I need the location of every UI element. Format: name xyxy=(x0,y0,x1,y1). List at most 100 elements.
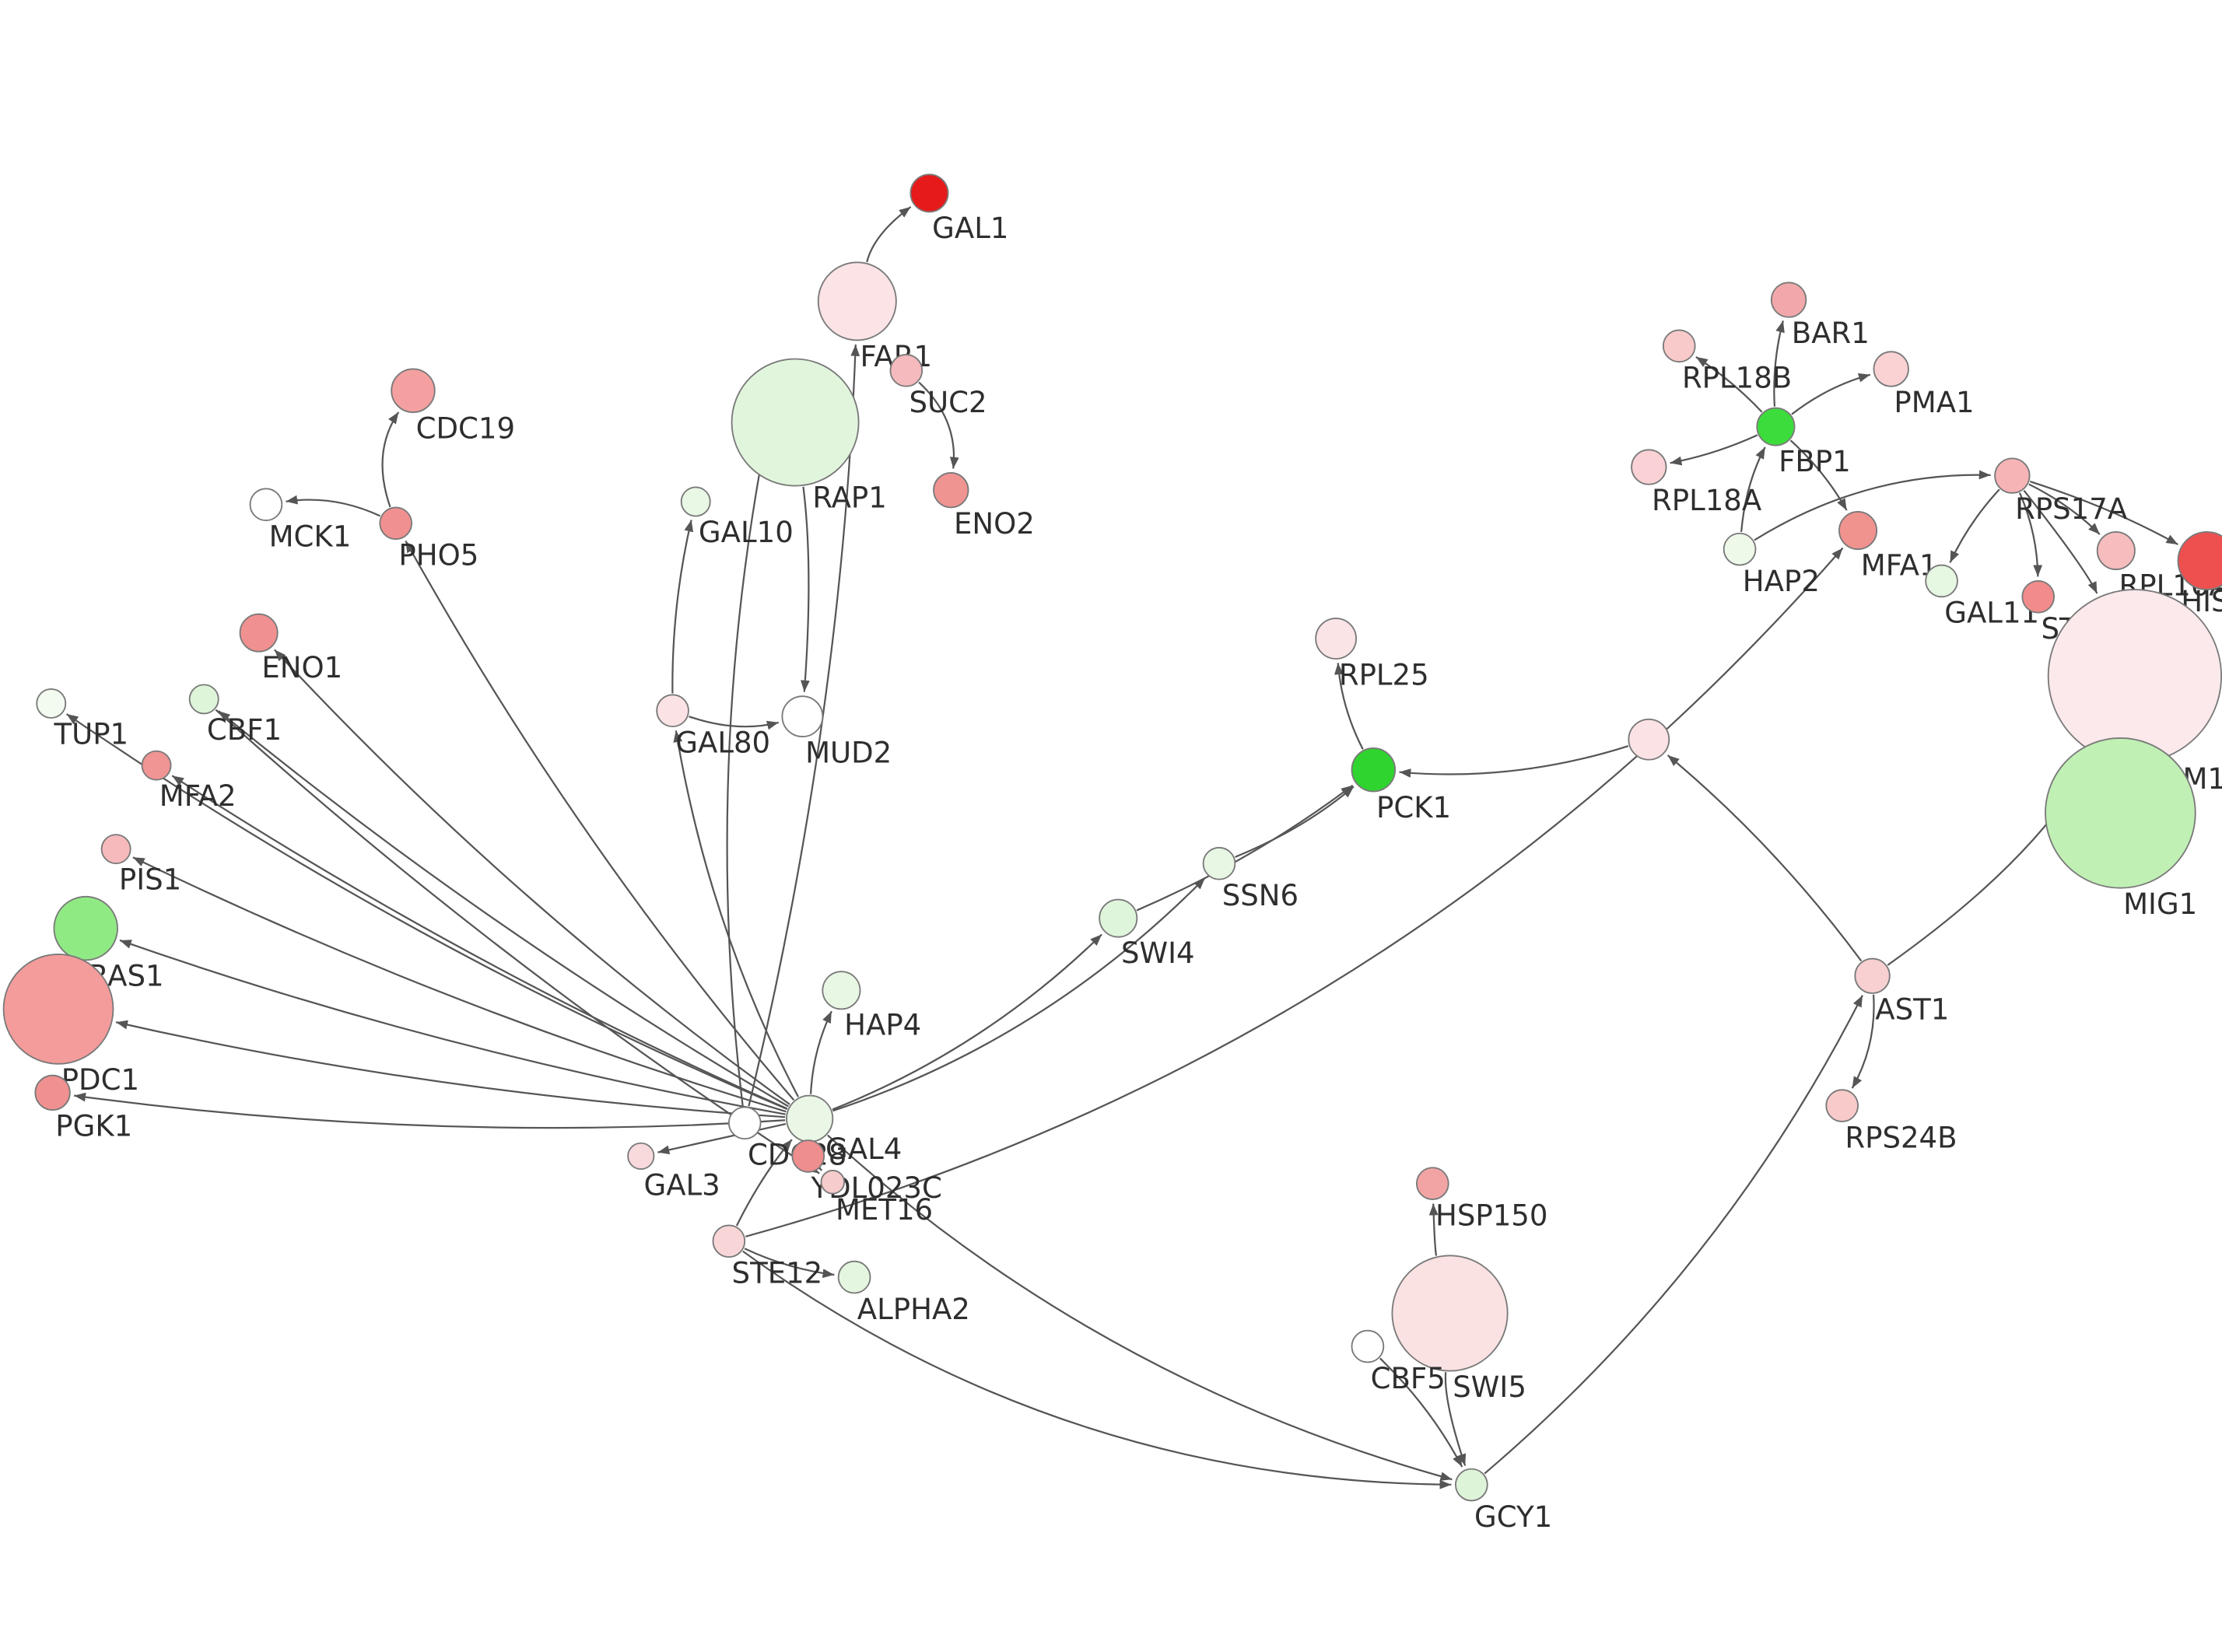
edge-YDL023C-MET16[interactable] xyxy=(810,1158,823,1171)
edge-RAP1-MUD2[interactable] xyxy=(800,486,810,692)
node-circle[interactable] xyxy=(933,471,969,509)
node-circle[interactable] xyxy=(1415,1167,1449,1200)
node-mfa2[interactable]: MFA2 xyxy=(141,750,237,813)
node-rps17a[interactable]: RPS17A xyxy=(1994,457,2128,526)
node-circle[interactable] xyxy=(1662,329,1696,363)
edge-STE12-MFA1[interactable] xyxy=(745,547,1844,1237)
node-swi5[interactable]: SWI5 xyxy=(1391,1255,1526,1404)
node-gcy1[interactable]: GCY1 xyxy=(1455,1468,1552,1534)
edge-RPS17A-MCM1[interactable] xyxy=(2023,489,2098,594)
edge-GAL4-PIS1[interactable] xyxy=(132,856,787,1113)
edge-STE12-GCY1[interactable] xyxy=(742,1250,1452,1489)
node-hap4[interactable]: HAP4 xyxy=(822,971,921,1042)
node-circle[interactable] xyxy=(1391,1255,1509,1372)
edge-FAR1-GAL1[interactable] xyxy=(866,206,912,263)
edge-SWI4-PCK1[interactable] xyxy=(1136,784,1354,912)
node-circle[interactable] xyxy=(249,488,283,522)
node-circle[interactable] xyxy=(1925,564,1958,598)
edge-HAP2-RPS17A[interactable] xyxy=(1754,470,1991,541)
edge-SSN6-PCK1[interactable] xyxy=(1235,786,1355,858)
node-circle[interactable] xyxy=(837,1260,871,1294)
edge-SUC2-ENO2[interactable] xyxy=(918,381,959,469)
node-rpl18b[interactable]: RPL18B xyxy=(1662,329,1792,395)
edge-GAL4-PGK1[interactable] xyxy=(74,1092,786,1129)
node-circle[interactable] xyxy=(1994,457,2031,494)
edge-GAL4-GAL3[interactable] xyxy=(657,1123,787,1155)
edge-GAL4-PDC1[interactable] xyxy=(115,1020,786,1118)
edge-GAL4-SSN6[interactable] xyxy=(832,877,1206,1112)
edge-GAL4-HAP4[interactable] xyxy=(810,1010,832,1094)
edge-GAL4-GAL80[interactable] xyxy=(673,730,799,1097)
node-gal80[interactable]: GAL80 xyxy=(656,694,770,759)
edge-GAL4-ENO1[interactable] xyxy=(274,649,790,1105)
edge-GAL4-SWI4[interactable] xyxy=(832,933,1102,1111)
node-circle[interactable] xyxy=(1099,898,1138,938)
edge-SWI5-GCY1[interactable] xyxy=(1444,1372,1467,1466)
node-circle[interactable] xyxy=(627,1142,655,1171)
edge-RPS17A-GAL11[interactable] xyxy=(1949,488,2000,563)
node-circle[interactable] xyxy=(1631,449,1667,485)
node-circle[interactable] xyxy=(1770,282,1807,318)
node-mfa1[interactable]: MFA1 xyxy=(1838,511,1938,583)
node-circle[interactable] xyxy=(36,688,67,719)
node-cbf1[interactable]: CBF1 xyxy=(188,684,282,747)
node-unnamed[interactable] xyxy=(1628,718,1670,761)
node-gal1[interactable]: GAL1 xyxy=(909,173,1008,245)
node-pis1[interactable]: PIS1 xyxy=(100,834,182,897)
node-rpl25[interactable]: RPL25 xyxy=(1315,618,1429,691)
node-fbp1[interactable]: FBP1 xyxy=(1756,407,1851,479)
node-hap2[interactable]: HAP2 xyxy=(1723,532,1820,598)
edge-AST1-RPS24B[interactable] xyxy=(1851,994,1875,1089)
node-circle[interactable] xyxy=(1202,846,1236,880)
node-pho5[interactable]: PHO5 xyxy=(379,506,478,572)
edge-UNNAMED-PCK1[interactable] xyxy=(1399,745,1629,778)
edge-FBP1-MFA1[interactable] xyxy=(1789,439,1848,511)
node-gal10[interactable]: GAL10 xyxy=(680,486,794,549)
node-circle[interactable] xyxy=(727,1106,762,1140)
edge-GAL4-GCY1[interactable] xyxy=(827,1134,1453,1481)
node-rps24b[interactable]: RPS24B xyxy=(1825,1089,1957,1154)
edge-AST1-UNNAMED[interactable] xyxy=(1666,754,1863,962)
node-circle[interactable] xyxy=(1756,407,1796,446)
node-circle[interactable] xyxy=(909,173,949,213)
edge-PCK1-RPL25[interactable] xyxy=(1334,663,1364,750)
node-pgk1[interactable]: PGK1 xyxy=(34,1074,132,1143)
edge-FBP1-RPL18A[interactable] xyxy=(1670,434,1758,466)
node-mck1[interactable]: MCK1 xyxy=(249,488,352,553)
edge-STE12-GAL4[interactable] xyxy=(735,1139,793,1227)
node-circle[interactable] xyxy=(34,1074,71,1111)
node-gal3[interactable]: GAL3 xyxy=(627,1142,720,1202)
node-eno2[interactable]: ENO2 xyxy=(933,471,1035,541)
edge-STE12-ALPHA2[interactable] xyxy=(744,1248,835,1279)
node-gal4[interactable]: GAL4 xyxy=(786,1094,902,1167)
node-circle[interactable] xyxy=(53,895,118,961)
node-circle[interactable] xyxy=(1351,747,1397,793)
node-rpl18a[interactable]: RPL18A xyxy=(1631,449,1762,517)
node-circle[interactable] xyxy=(2096,530,2136,571)
node-circle[interactable] xyxy=(1351,1329,1385,1363)
edge-GAL80-MUD2[interactable] xyxy=(689,716,780,730)
node-bar1[interactable]: BAR1 xyxy=(1770,282,1870,350)
edge-GAL4-RAS1[interactable] xyxy=(119,939,786,1115)
node-circle[interactable] xyxy=(1854,957,1891,994)
node-circle[interactable] xyxy=(188,684,219,715)
edge-GAL80-GAL10[interactable] xyxy=(671,520,694,694)
node-mig1[interactable]: MIG1 xyxy=(2045,737,2197,921)
node-circle[interactable] xyxy=(2021,579,2056,614)
node-circle[interactable] xyxy=(2177,530,2222,590)
node-hsp150[interactable]: HSP150 xyxy=(1415,1167,1548,1232)
edge-RPS17A-HIS4[interactable] xyxy=(2030,480,2178,546)
node-circle[interactable] xyxy=(391,368,436,413)
node-circle[interactable] xyxy=(781,695,824,738)
node-circle[interactable] xyxy=(141,750,172,781)
node-pdc1[interactable]: PDC1 xyxy=(2,954,139,1097)
node-ast1[interactable]: AST1 xyxy=(1854,957,1949,1027)
edge-GCY1-AST1[interactable] xyxy=(1484,995,1863,1475)
node-circle[interactable] xyxy=(680,486,711,517)
edge-SWI5-HSP150[interactable] xyxy=(1428,1203,1439,1256)
edge-CBF1-MET16[interactable] xyxy=(215,709,820,1174)
node-cdc19[interactable]: CDC19 xyxy=(391,368,515,445)
node-mud2[interactable]: MUD2 xyxy=(781,695,892,769)
node-circle[interactable] xyxy=(1873,351,1909,387)
edge-GAL4-PHO5[interactable] xyxy=(405,540,795,1101)
